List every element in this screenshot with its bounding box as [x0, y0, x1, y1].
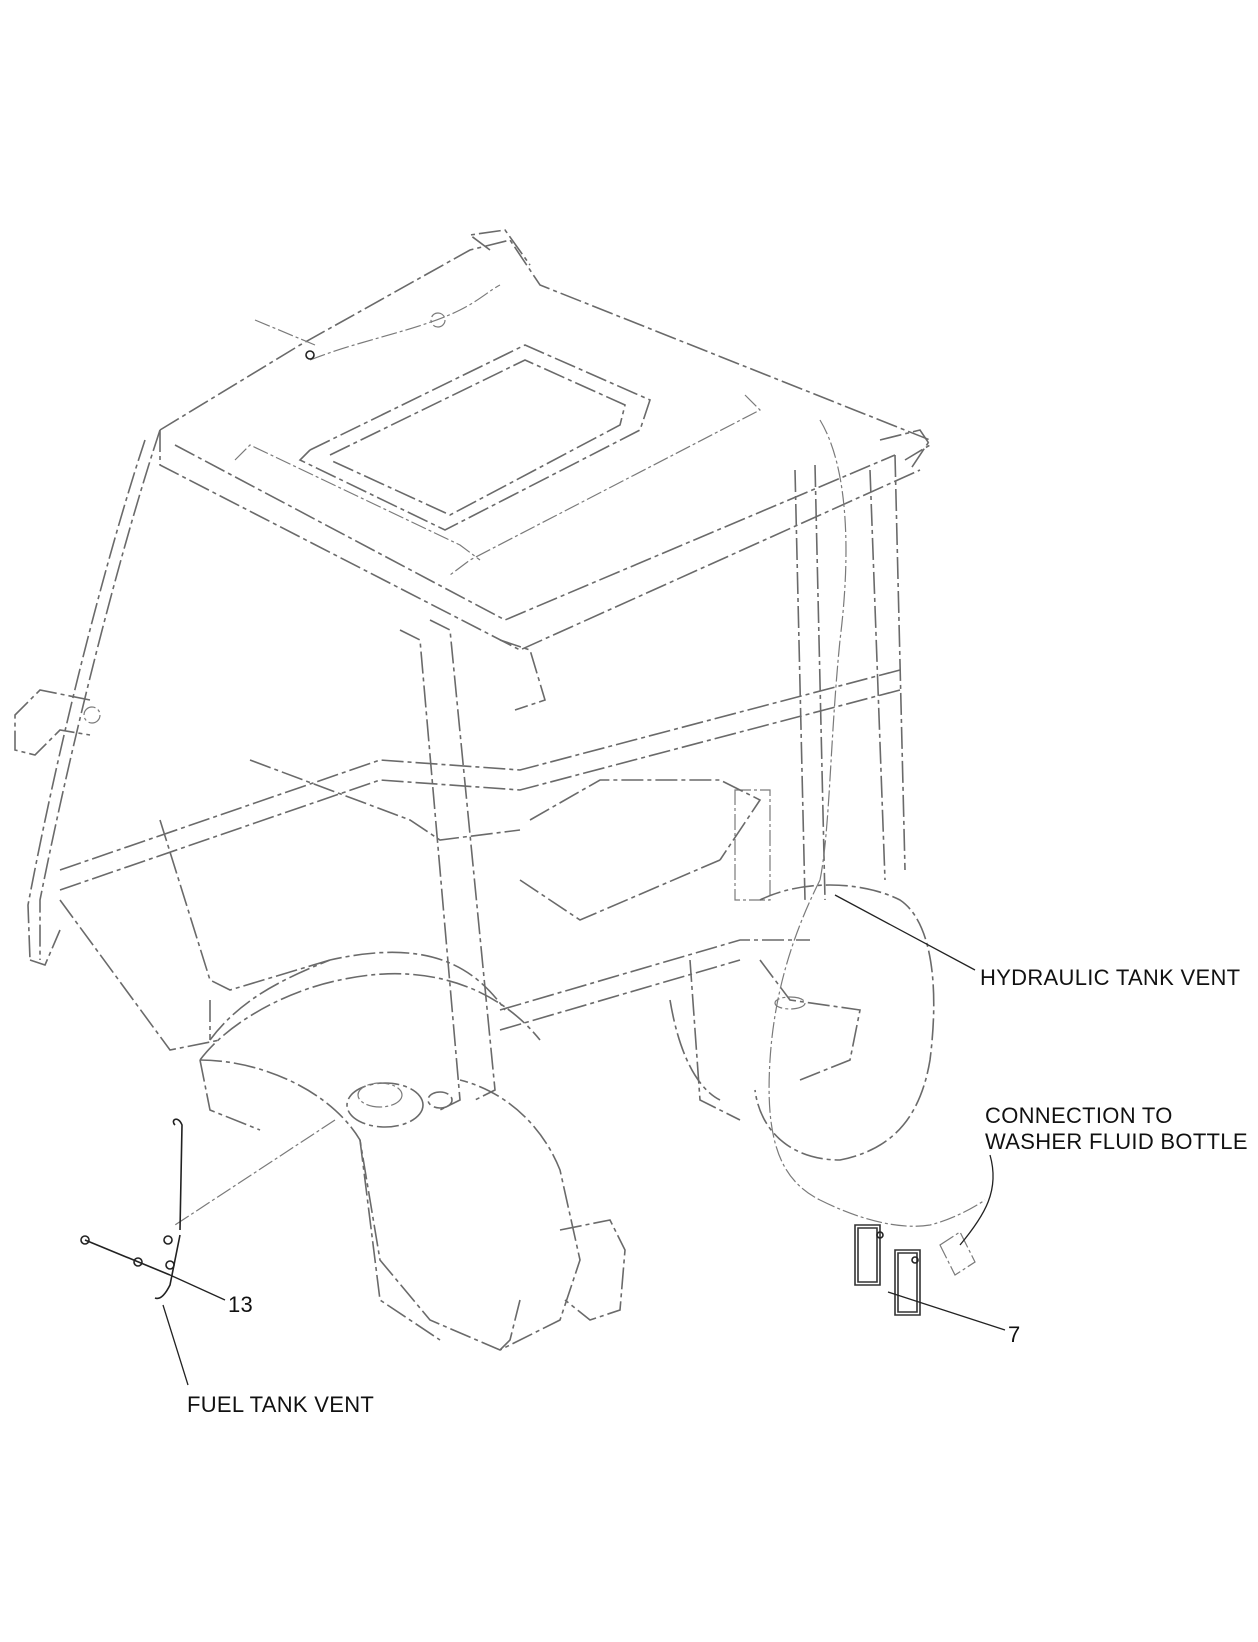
connection-to-label: CONNECTION TO [985, 1103, 1173, 1128]
hydraulic-tank-vent-label: HYDRAULIC TANK VENT [980, 965, 1241, 990]
washer-fluid-bottle-label: WASHER FLUID BOTTLE [985, 1129, 1248, 1154]
hydraulic-vent-hose [768, 419, 986, 1227]
hydraulic-tank [669, 884, 935, 1161]
left-fender [199, 951, 541, 1131]
door-handle [14, 689, 101, 756]
roof-vent-hose [254, 284, 501, 361]
leader-fuel-tank-vent [162, 1304, 189, 1386]
fuel-tank [199, 1059, 626, 1351]
leader-item-13 [169, 1274, 226, 1301]
leader-lines [162, 894, 1006, 1386]
leader-washer-connection [959, 1154, 994, 1246]
fuel-tank-vent-label: FUEL TANK VENT [187, 1392, 375, 1417]
roof-hatch-opening [234, 344, 762, 576]
rear-right-post [734, 454, 906, 901]
leader-hydraulic-tank-vent [834, 894, 976, 971]
fuel-vent-hose [80, 1118, 336, 1300]
cab-floor [159, 759, 810, 1031]
item-13-label: 13 [228, 1292, 254, 1317]
cab-roof-frame [159, 229, 932, 651]
cab-lower-frame [59, 669, 901, 1051]
front-left-pillar [27, 429, 161, 966]
center-post [399, 619, 546, 1111]
item-7-label: 7 [1008, 1322, 1021, 1347]
leader-item-7 [887, 1291, 1006, 1331]
washer-fluid-connector [854, 1224, 976, 1316]
